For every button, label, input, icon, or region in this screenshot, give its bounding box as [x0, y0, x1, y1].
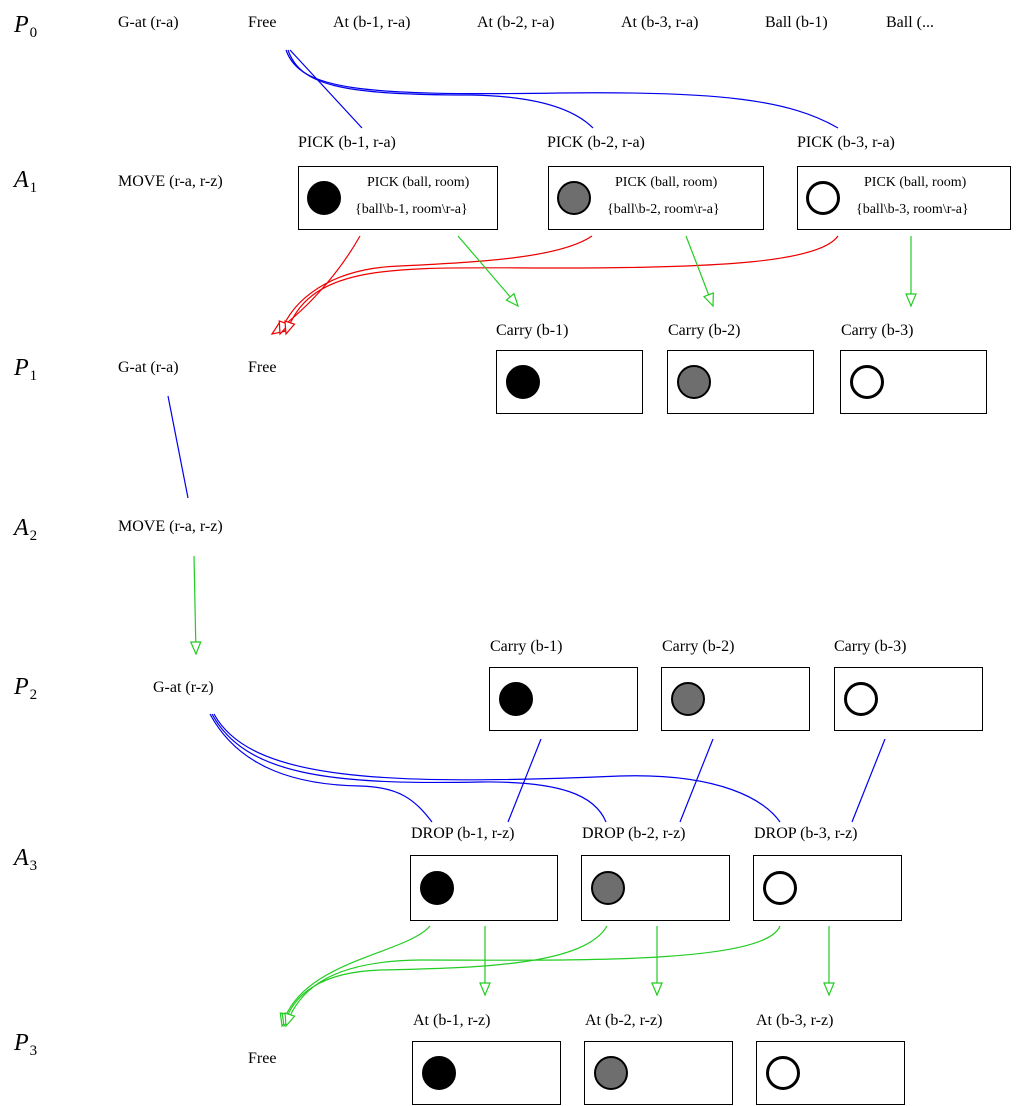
a3-drop-b2-node — [581, 855, 730, 921]
pick-substitution-label: {ball\b-3, room\r-a} — [856, 202, 969, 217]
ball-icon-white — [850, 365, 884, 399]
add-edge — [283, 925, 608, 1027]
add-edge-arrowhead — [189, 641, 202, 656]
p2-carry-b2-node — [661, 667, 810, 731]
pick-substitution-label: {ball\b-1, room\r-a} — [355, 202, 468, 217]
level-label-p3: P3 — [14, 1030, 38, 1059]
p1-carry-b2-node — [667, 350, 814, 414]
p3-at-b2-node — [584, 1041, 733, 1105]
a3-drop-b1-title: DROP (b-1, r-z) — [411, 825, 515, 842]
p3-at-b3-node — [756, 1041, 905, 1105]
add-edge-arrowhead — [284, 1012, 296, 1028]
add-edge — [457, 235, 519, 307]
a1-pick-b1-node: PICK (ball, room) {ball\b-1, room\r-a} — [298, 166, 498, 230]
p1-prop-gat: G-at (r-a) — [118, 359, 179, 376]
precondition-edge — [209, 713, 433, 823]
p0-prop-free: Free — [248, 14, 277, 31]
add-edge-arrowhead — [905, 293, 917, 308]
precondition-edge — [213, 713, 781, 823]
a1-move-action: MOVE (r-a, r-z) — [118, 173, 223, 190]
ball-icon-gray — [671, 682, 705, 716]
p3-prop-free: Free — [248, 1050, 277, 1067]
ball-icon-gray — [591, 871, 625, 905]
p3-at-b2-title: At (b-2, r-z) — [585, 1012, 663, 1029]
delete-edge — [271, 235, 361, 335]
a3-drop-b3-node — [753, 855, 902, 921]
level-label-p2: P2 — [14, 674, 38, 703]
ball-icon-black — [420, 871, 454, 905]
a1-pick-b3-title: PICK (b-3, r-a) — [797, 134, 895, 151]
pick-schema-label: PICK (ball, room) — [367, 175, 470, 190]
add-edge-arrowhead — [702, 292, 714, 308]
add-edge-arrowhead — [823, 982, 835, 997]
ball-icon-white — [806, 181, 840, 215]
p1-carry-b3-node — [840, 350, 987, 414]
pick-schema-label: PICK (ball, room) — [615, 175, 718, 190]
p1-carry-b1-node — [496, 350, 643, 414]
ball-icon-black — [307, 181, 341, 215]
a3-drop-b3-title: DROP (b-3, r-z) — [754, 825, 858, 842]
p0-prop-gat: G-at (r-a) — [118, 14, 179, 31]
precondition-edge — [507, 738, 542, 823]
ball-icon-white — [766, 1056, 800, 1090]
add-edge — [193, 555, 197, 655]
precondition-edge — [211, 713, 607, 823]
p0-prop-ball-more: Ball (... — [886, 14, 934, 31]
precondition-edge — [167, 395, 189, 499]
add-edge — [281, 925, 431, 1027]
level-label-p1: P1 — [14, 355, 38, 384]
p2-carry-b3-title: Carry (b-3) — [834, 638, 907, 655]
p2-carry-b1-node — [489, 667, 638, 731]
add-edge — [285, 925, 781, 1027]
delete-edge-arrowhead — [284, 320, 296, 336]
p3-at-b1-title: At (b-1, r-z) — [413, 1012, 491, 1029]
a1-pick-b2-node: PICK (ball, room) {ball\b-2, room\r-a} — [548, 166, 764, 230]
level-label-a1: A1 — [14, 167, 38, 196]
p0-prop-at-b2: At (b-2, r-a) — [477, 14, 555, 31]
p2-carry-b1-title: Carry (b-1) — [490, 638, 563, 655]
pick-schema-label: PICK (ball, room) — [864, 175, 967, 190]
ball-icon-black — [506, 365, 540, 399]
delete-edge — [279, 235, 593, 335]
precondition-edge — [287, 49, 594, 129]
p3-at-b3-title: At (b-3, r-z) — [756, 1012, 834, 1029]
a1-pick-b3-node: PICK (ball, room) {ball\b-3, room\r-a} — [797, 166, 1011, 230]
ball-icon-white — [763, 871, 797, 905]
ball-icon-black — [422, 1056, 456, 1090]
p1-carry-b1-title: Carry (b-1) — [496, 322, 569, 339]
p0-prop-at-b1: At (b-1, r-a) — [333, 14, 411, 31]
add-edge-arrowhead — [505, 292, 520, 308]
a3-drop-b1-node — [410, 855, 558, 921]
ball-icon-gray — [677, 365, 711, 399]
p0-prop-at-b3: At (b-3, r-a) — [621, 14, 699, 31]
level-label-a3: A3 — [14, 845, 38, 874]
precondition-edge — [289, 49, 363, 129]
p2-prop-gat: G-at (r-z) — [153, 679, 214, 696]
level-label-p0: P0 — [14, 12, 38, 41]
p2-carry-b2-title: Carry (b-2) — [662, 638, 735, 655]
precondition-edge — [679, 738, 714, 823]
p3-at-b1-node — [412, 1041, 561, 1105]
ball-icon-black — [499, 682, 533, 716]
p1-prop-free: Free — [248, 359, 277, 376]
add-edge-arrowhead — [651, 982, 663, 997]
p1-carry-b2-title: Carry (b-2) — [668, 322, 741, 339]
a1-pick-b1-title: PICK (b-1, r-a) — [298, 134, 396, 151]
ball-icon-gray — [594, 1056, 628, 1090]
add-edge-arrowhead — [479, 982, 491, 997]
ball-icon-gray — [557, 181, 591, 215]
p0-prop-ball-b1: Ball (b-1) — [765, 14, 828, 31]
a3-drop-b2-title: DROP (b-2, r-z) — [582, 825, 686, 842]
pick-substitution-label: {ball\b-2, room\r-a} — [607, 202, 720, 217]
p1-carry-b3-title: Carry (b-3) — [841, 322, 914, 339]
precondition-edge — [851, 738, 886, 823]
a1-pick-b2-title: PICK (b-2, r-a) — [547, 134, 645, 151]
delete-edge — [285, 235, 839, 335]
p2-carry-b3-node — [834, 667, 983, 731]
level-label-a2: A2 — [14, 515, 38, 544]
a2-move-action: MOVE (r-a, r-z) — [118, 518, 223, 535]
precondition-edge — [285, 49, 839, 129]
ball-icon-white — [844, 682, 878, 716]
